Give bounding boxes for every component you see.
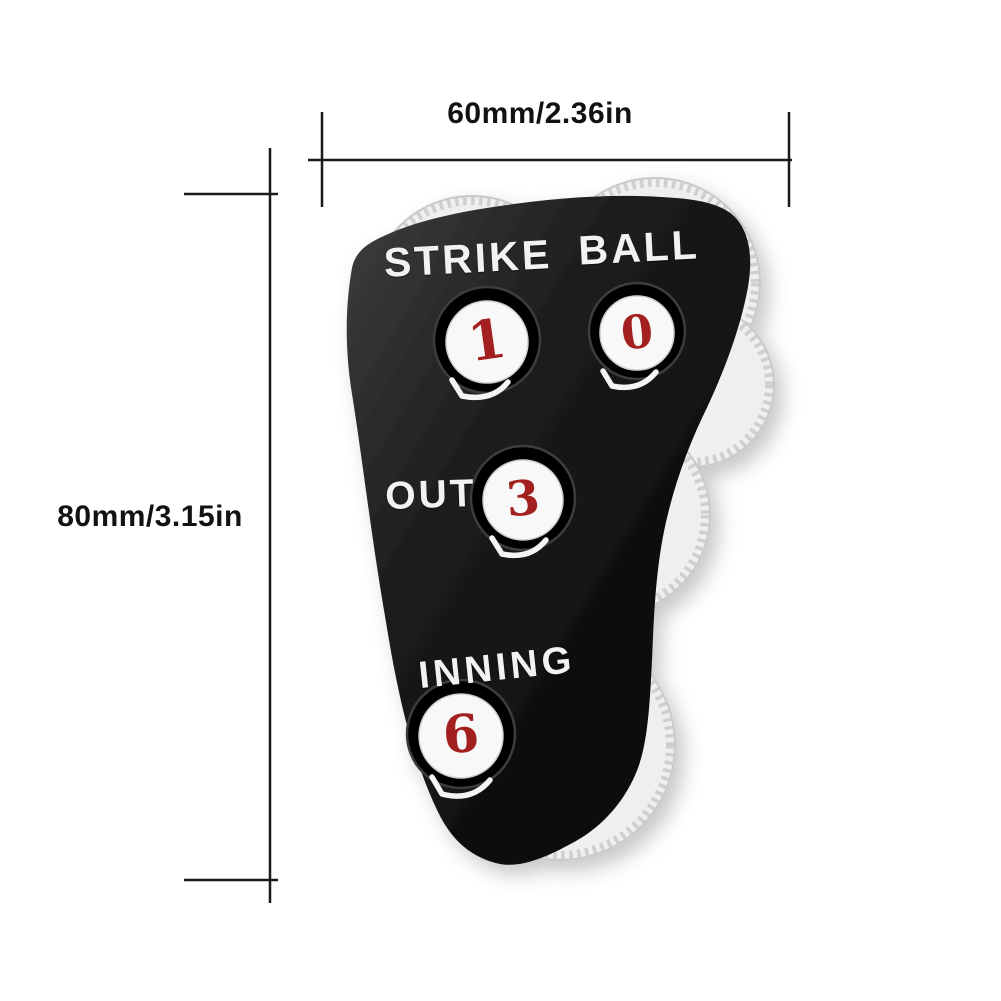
inning-dial-face — [418, 693, 504, 779]
inning-click-lever — [429, 774, 493, 799]
umpire-indicator-device — [346, 177, 775, 865]
width-dimension-label: 60mm/2.36in — [447, 97, 633, 130]
strike-label: STRIKE — [382, 231, 554, 286]
strike-dial-face — [445, 300, 529, 384]
height-dimension-label: 80mm/3.15in — [57, 500, 243, 533]
strike-count-value: 1 — [463, 305, 511, 375]
out-click-lever — [489, 535, 549, 559]
out-dial-face — [482, 459, 564, 541]
strike-click-lever — [449, 377, 511, 401]
inning-count-value: 6 — [440, 702, 482, 767]
out-label: OUT — [384, 471, 478, 519]
ball-count-value: 0 — [618, 303, 656, 361]
ball-click-lever — [600, 368, 659, 391]
width-dimension-lines — [308, 112, 792, 207]
out-count-value: 3 — [503, 469, 543, 529]
height-dimension-lines — [184, 148, 278, 903]
ball-dial-face — [599, 295, 675, 371]
ball-label: BALL — [577, 221, 701, 274]
